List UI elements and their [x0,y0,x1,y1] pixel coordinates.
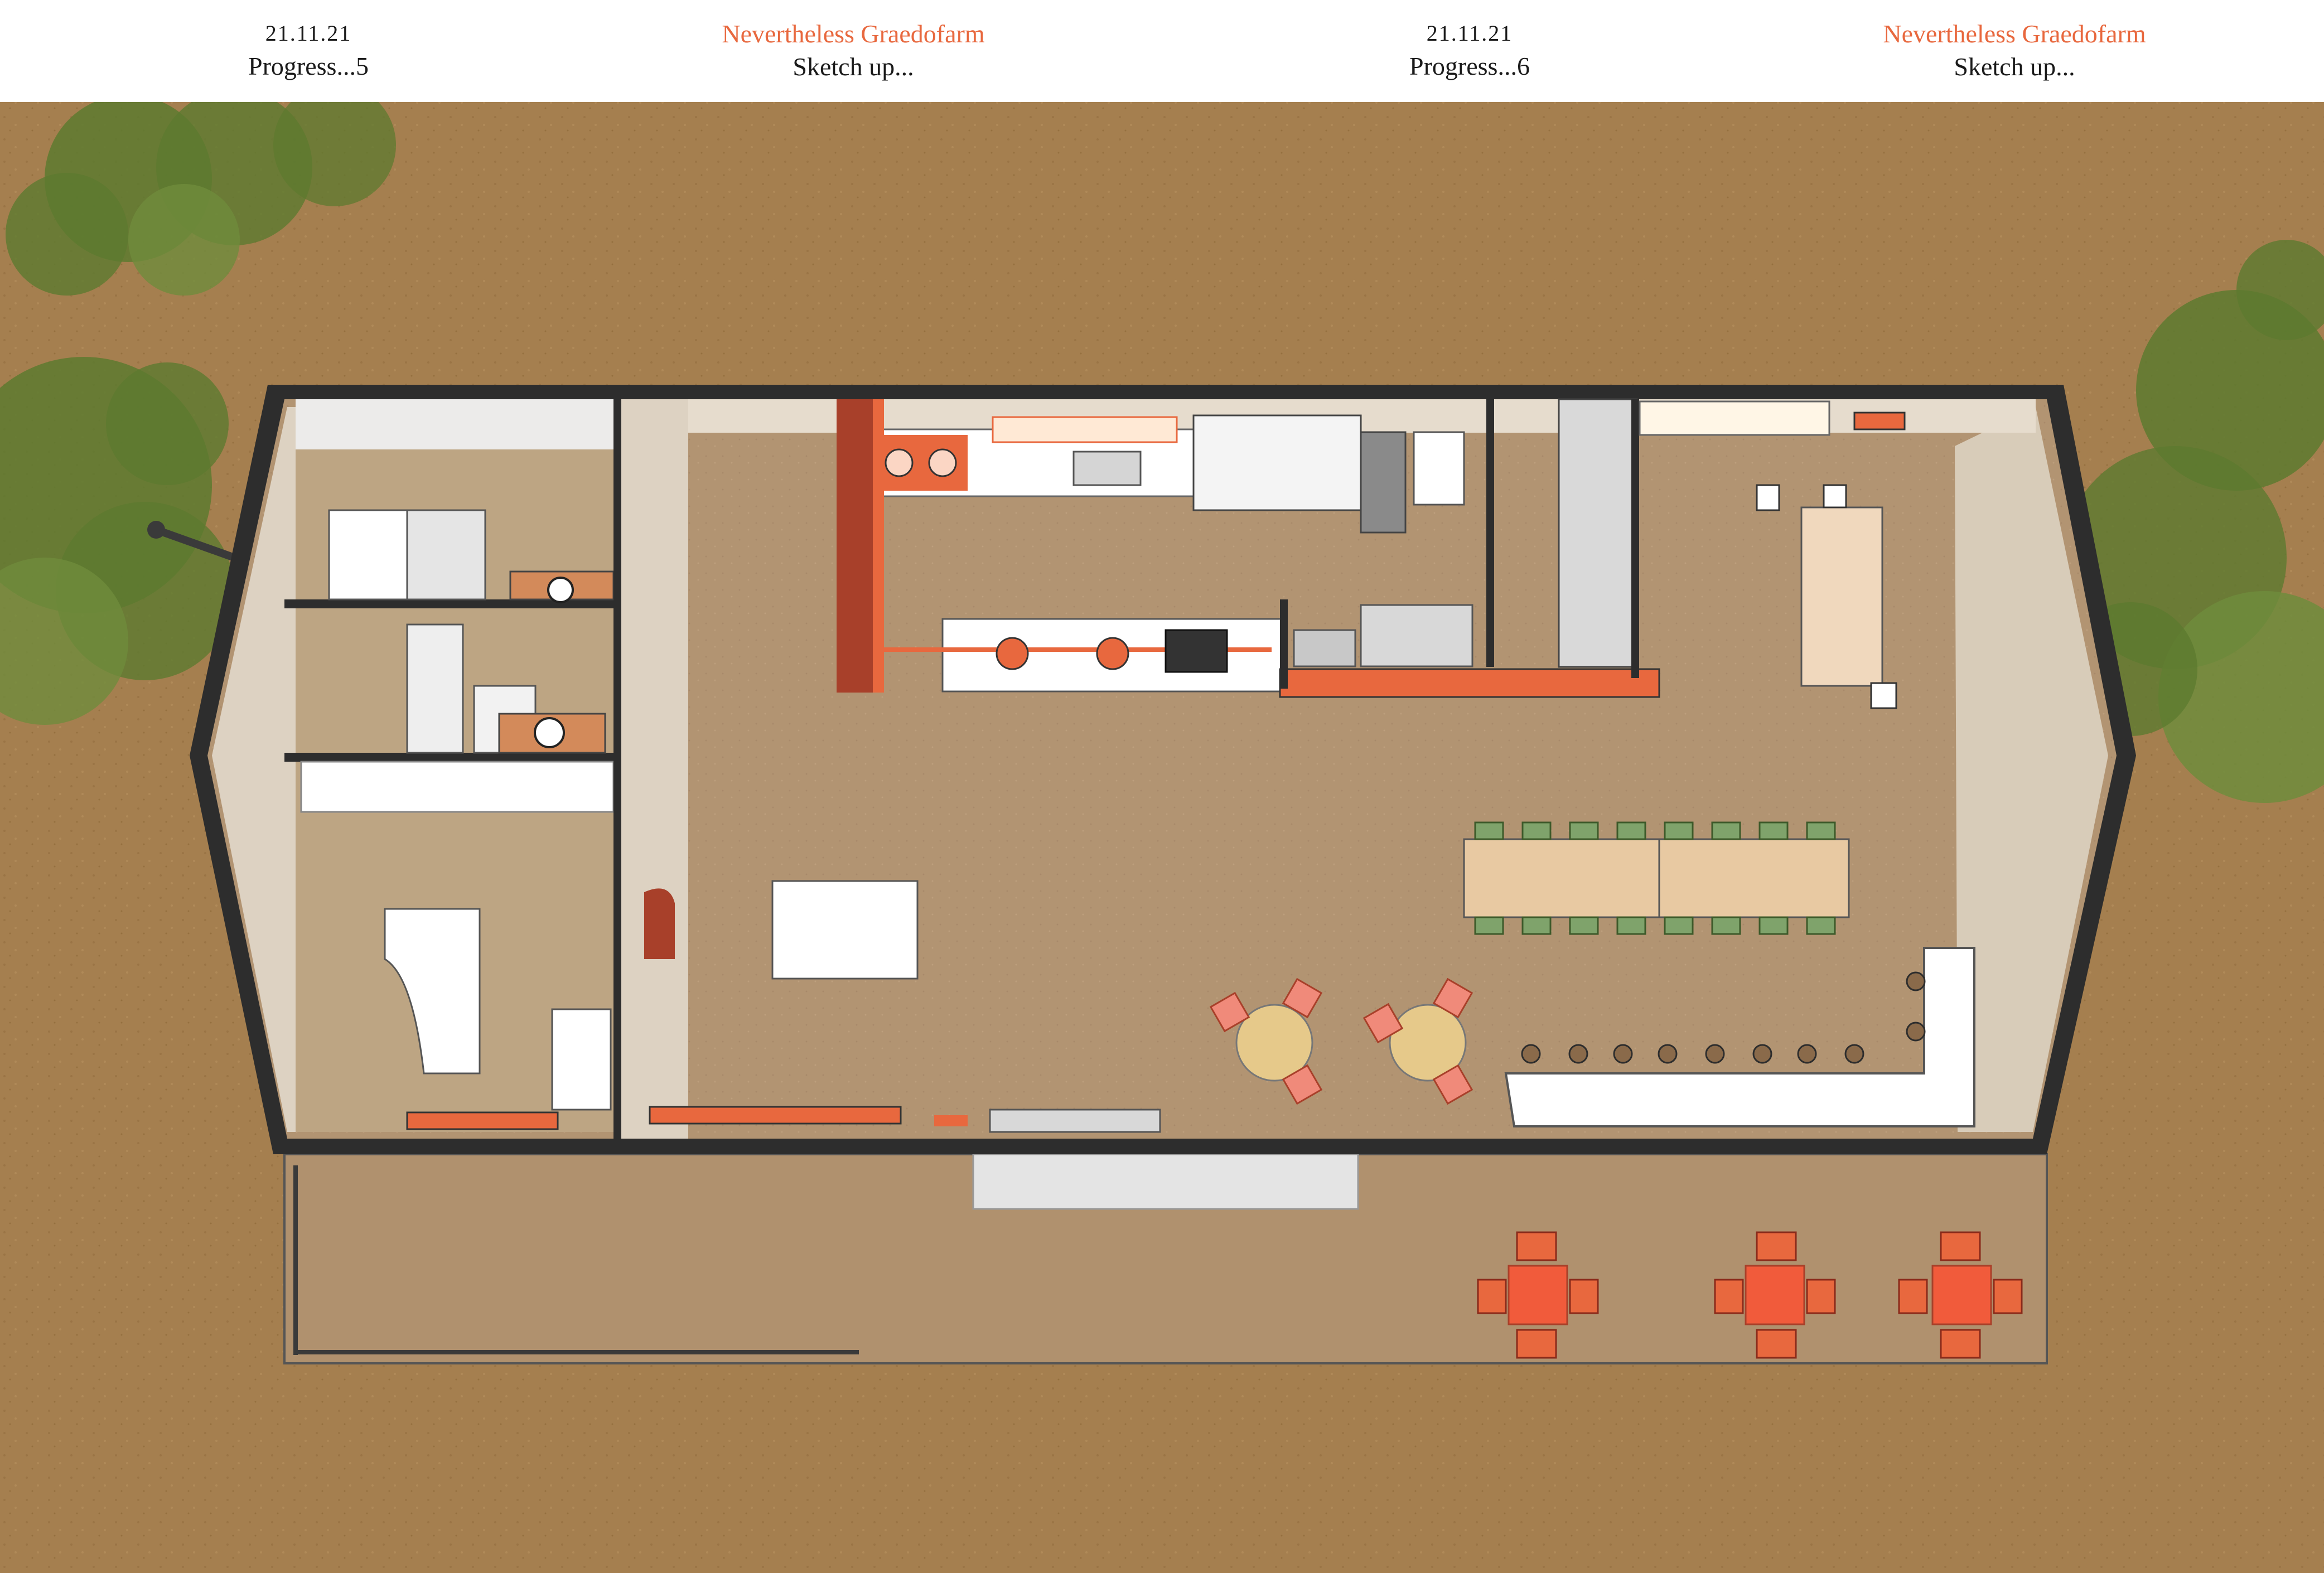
entry-threshold [989,1109,1161,1133]
bar-counter [1504,947,1975,1127]
chair-icon [1209,977,1473,1105]
sketch-subtitle: Sketch up... [793,52,914,81]
chair-icon [1756,484,1780,511]
pendant-lamp [996,637,1029,670]
desk [1800,506,1883,687]
window-sill [1853,412,1906,430]
page-header: 21.11.21 Progress...5 Nevertheless Graed… [0,0,2324,102]
progress-label: Progress...6 [1409,52,1530,80]
stove-icon [1165,629,1228,673]
fridge [1360,431,1407,534]
terrace-railing [293,1165,859,1355]
kitchen-ledge [1279,668,1660,698]
toilet-icon [534,577,574,748]
date-label: 21.11.21 [265,21,352,46]
brand-title: Nevertheless Graedofarm [1883,20,2146,48]
header-panel-1: 21.11.21 Progress...5 [113,17,504,83]
terrace-table-icon [1508,1265,1992,1325]
glass-partition [1558,398,1638,668]
brand-title: Nevertheless Graedofarm [722,20,985,48]
stall-door [406,623,464,754]
office-desk [384,908,481,1075]
sink-icon [1072,451,1142,486]
mat [934,1115,968,1126]
left-end-wall [212,407,301,1132]
partition [284,753,619,762]
stall-door [406,509,486,601]
round-table-icon [1235,1004,1467,1082]
pole-end [147,521,165,539]
chair-icon [1823,484,1847,509]
pendant-lamp [1096,637,1129,670]
kitchen-shelf [992,416,1178,443]
dining-table-icon [1463,838,1850,918]
chair-icon [1870,682,1897,709]
steel-unit [1293,629,1356,667]
progress-label: Progress...5 [248,52,369,80]
shelf [1639,400,1830,436]
tree-icon [6,102,396,296]
kitchen-wall [1280,599,1288,689]
window-sill [406,1111,559,1130]
ridge-pole [154,526,236,562]
restroom-wall-top [296,399,616,449]
door-arch [644,888,675,959]
bench [649,1106,902,1125]
display-block [771,880,919,980]
storage-wall [621,399,688,1139]
burner [885,448,914,477]
sketch-subtitle: Sketch up... [1954,52,2075,81]
chair-icon [1474,821,1836,935]
header-panel-4: Nevertheless Graedofarm Sketch up... [1819,17,2210,83]
steel-unit [1360,604,1473,667]
right-end-wall [1955,407,2108,1132]
counter [300,761,615,813]
kitchen-wall [1631,399,1639,678]
floor-plan-render [0,102,2324,1573]
tree-icon [2064,240,2324,803]
tree-icon [0,357,234,725]
chair-icon [1477,1231,2023,1359]
hood [1192,414,1362,511]
stall-door [328,509,408,601]
burner [928,448,957,477]
header-panel-3: 21.11.21 Progress...6 [1274,17,1665,83]
entry-step [972,1153,1359,1210]
kitchen-wall [1486,399,1494,667]
appliance [1413,431,1465,506]
date-label: 21.11.21 [1426,21,1513,46]
header-panel-2: Nevertheless Graedofarm Sketch up... [658,17,1049,83]
floor-plan-svg [0,102,2324,1573]
partition [284,599,619,608]
bar-stool-icon [1521,971,1926,1064]
interior-wall [613,399,621,1139]
cabinet [551,1008,612,1111]
